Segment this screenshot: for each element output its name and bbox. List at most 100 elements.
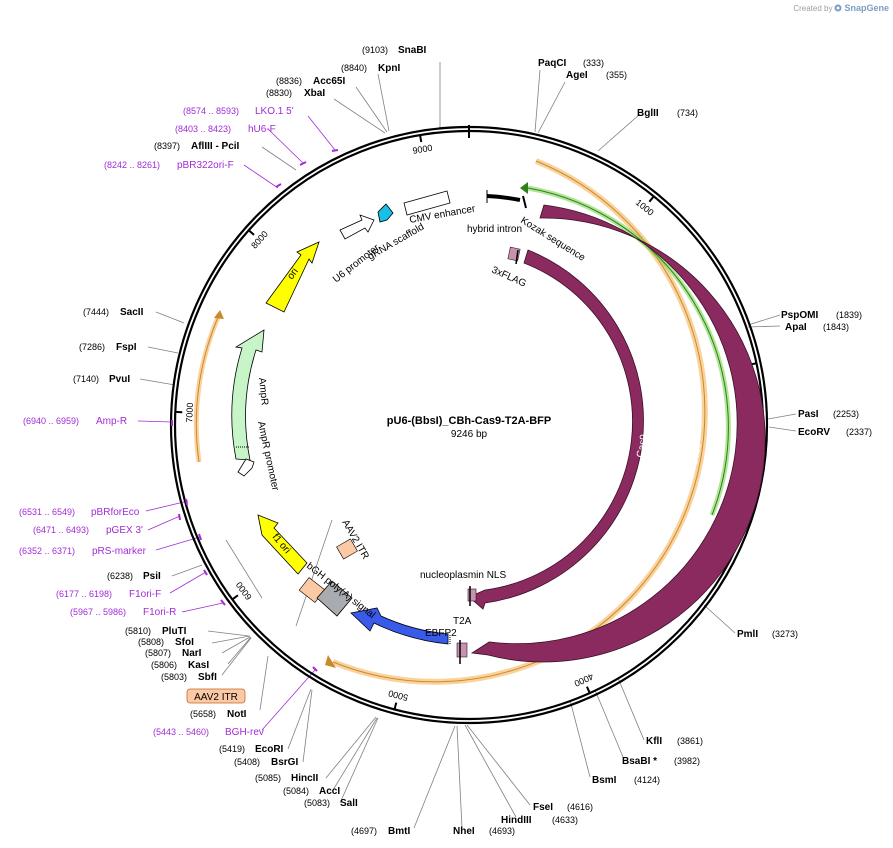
scale-tick-label: 6000 bbox=[234, 580, 254, 602]
site-name-sfoi: SfoI bbox=[175, 637, 194, 648]
site-pos-ecori: (5419) bbox=[219, 744, 245, 754]
site-name-psii: PsiI bbox=[143, 571, 161, 582]
site-name-sacii: SacII bbox=[120, 307, 144, 318]
orf-orange-ampr-arrow bbox=[214, 310, 224, 319]
ori-label: ori bbox=[285, 266, 300, 281]
site-name-fspi: FspI bbox=[116, 342, 137, 353]
site-name-bmti: BmtI bbox=[388, 826, 410, 837]
site-pos-acc65i: (8836) bbox=[276, 76, 302, 86]
site-pos-acci: (5084) bbox=[283, 786, 309, 796]
site-name-xbai: XbaI bbox=[304, 88, 325, 99]
site-name-ecori: EcoRI bbox=[255, 744, 284, 755]
site-pos-kfli: (3861) bbox=[677, 736, 703, 746]
primer-pos-pgex: (6471 .. 6493) bbox=[33, 525, 89, 535]
site-name-hindiii: HindIII bbox=[501, 815, 532, 826]
orf-orange-cas9-arrow bbox=[325, 655, 336, 668]
nls-label: nucleoplasmin NLS bbox=[420, 570, 506, 581]
site-name-noti: NotI bbox=[227, 709, 247, 720]
site-name-kasi: KasI bbox=[188, 660, 209, 671]
primer-name-ampr: Amp-R bbox=[96, 416, 127, 427]
site-name-nhei: NheI bbox=[453, 826, 475, 837]
grna-scaffold-feature bbox=[377, 203, 394, 223]
cas9-feature-inner bbox=[468, 249, 644, 610]
credit-brand: SnapGene bbox=[844, 3, 889, 13]
site-name-snabi: SnaBI bbox=[398, 45, 427, 56]
site-pos-sfoi: (5808) bbox=[138, 637, 164, 647]
site-name-apai: ApaI bbox=[785, 322, 807, 333]
site-pos-bglii: (734) bbox=[677, 108, 698, 118]
cmv-enhancer-feature bbox=[403, 190, 451, 216]
scale-tick bbox=[648, 195, 655, 203]
site-name-pmli: PmlI bbox=[737, 629, 758, 640]
credit: Created by SnapGene bbox=[793, 3, 889, 13]
aav2-itr-box: AAV2 ITR bbox=[186, 688, 246, 704]
site-name-bsabi: BsaBI * bbox=[622, 756, 657, 767]
bgh-polya-feature bbox=[316, 580, 353, 617]
site-pos-pasi: (2253) bbox=[833, 409, 859, 419]
ampr-label: AmpR bbox=[256, 377, 270, 406]
site-name-sali: SalI bbox=[340, 798, 358, 809]
orf-orange-ampr bbox=[193, 314, 222, 463]
snapgene-logo-icon bbox=[834, 4, 842, 12]
scale-tick-label: 9000 bbox=[412, 143, 433, 156]
aav2-itr-box-bg bbox=[186, 688, 246, 704]
site-pos-paqci: (333) bbox=[583, 58, 604, 68]
orf-orange-ampr-core bbox=[195, 314, 220, 463]
aav2-itr-feature bbox=[336, 538, 358, 560]
features bbox=[231, 190, 766, 664]
t2a-label: T2A bbox=[453, 616, 472, 627]
site-pos-sacii: (7444) bbox=[83, 307, 109, 317]
site-name-hincii: HincII bbox=[291, 773, 318, 784]
site-pos-agei: (355) bbox=[606, 70, 627, 80]
primer-pos-pbr322: (8242 .. 8261) bbox=[104, 160, 160, 170]
site-pos-kasi: (5806) bbox=[151, 660, 177, 670]
site-pos-ecorv: (2337) bbox=[846, 427, 872, 437]
primer-name-f1ori-r: F1ori-R bbox=[143, 607, 176, 618]
site-pos-psii: (6238) bbox=[107, 571, 133, 581]
site-name-afliii: AflIII - PciI bbox=[191, 141, 240, 152]
site-pos-afliii: (8397) bbox=[154, 141, 180, 151]
site-pos-xbai: (8830) bbox=[266, 88, 292, 98]
site-name-kpni: KpnI bbox=[378, 63, 400, 74]
ori-feature bbox=[265, 241, 320, 313]
site-name-acc65i: Acc65I bbox=[313, 76, 345, 87]
orf-green-cas9-core bbox=[527, 187, 729, 516]
site-pos-nhei: (4693) bbox=[489, 826, 515, 836]
site-pos-fsei: (4616) bbox=[567, 802, 593, 812]
primer-name-lko: LKO.1 5' bbox=[255, 106, 294, 117]
primer-pos-lko: (8574 .. 8593) bbox=[183, 106, 239, 116]
scale-tick bbox=[248, 229, 255, 236]
scale-tick bbox=[585, 686, 591, 694]
cas9-feature-outer bbox=[470, 204, 766, 663]
primer-name-prs: pRS-marker bbox=[92, 546, 147, 557]
site-name-pasi: PasI bbox=[798, 409, 819, 420]
ampr-feature bbox=[231, 329, 265, 461]
leader-lines bbox=[137, 62, 797, 829]
grna-scaffold-label: gRNA scaffold bbox=[366, 221, 426, 262]
site-pos-hindiii: (4633) bbox=[552, 815, 578, 825]
site-pos-pspomi: (1839) bbox=[836, 310, 862, 320]
credit-prefix: Created by bbox=[793, 3, 833, 13]
site-pos-bsmi: (4124) bbox=[634, 775, 660, 785]
plasmid-name: pU6-(BbsI)_CBh-Cas9-T2A-BFP bbox=[387, 415, 551, 427]
cas9-label-outer: Cas9 bbox=[689, 441, 704, 466]
scale-tick-label: 4000 bbox=[573, 671, 595, 688]
primer-labels: (8574 .. 8593) LKO.1 5' (8403 .. 8423) h… bbox=[19, 106, 294, 738]
site-name-fsei: FseI bbox=[533, 802, 553, 813]
cas9-label-inner: Cas9 bbox=[635, 433, 650, 458]
flag-feature bbox=[507, 246, 521, 262]
scale-tick-label: 5000 bbox=[387, 688, 409, 703]
site-name-nari: NarI bbox=[182, 648, 202, 659]
scale-tick bbox=[393, 702, 398, 710]
orf-green-arrow bbox=[520, 182, 528, 194]
site-name-paqci: PaqCI bbox=[538, 58, 567, 69]
site-pos-snabi: (9103) bbox=[362, 45, 388, 55]
site-pos-sbfi: (5803) bbox=[161, 672, 187, 682]
primer-name-f1ori-f: F1ori-F bbox=[129, 589, 161, 600]
site-name-agei: AgeI bbox=[566, 70, 588, 81]
site-name-pvui: PvuI bbox=[109, 374, 130, 385]
primer-pos-hu6: (8403 .. 8423) bbox=[175, 124, 231, 134]
primer-pos-ampr: (6940 .. 6959) bbox=[23, 416, 79, 426]
ampr-promoter-label: AmpR promoter bbox=[255, 420, 281, 492]
